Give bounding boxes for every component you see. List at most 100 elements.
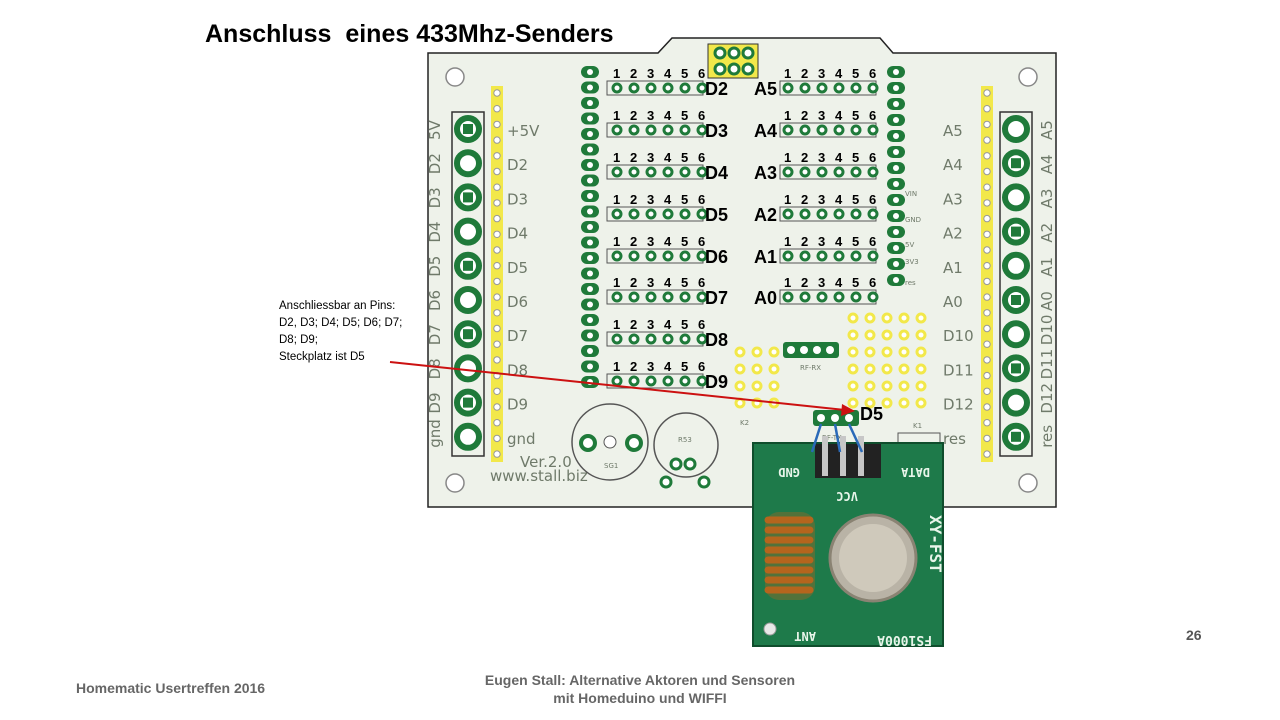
rf-rx-header: RF-RX — [783, 342, 839, 372]
left-silk-label: D3 — [507, 190, 528, 208]
rf-transmitter-module: GND VCC DATA XY-FST FS1000A ANT — [752, 436, 945, 647]
pin-number: 2 — [630, 192, 637, 207]
right-terminal-block — [999, 111, 1033, 457]
pin-pad — [645, 208, 657, 220]
pin-number: 5 — [852, 150, 859, 165]
module-pin-data: DATA — [900, 465, 930, 479]
pin-pad — [679, 250, 691, 262]
pin-number: 5 — [852, 234, 859, 249]
pin-number: 5 — [681, 317, 688, 332]
pin-number: 2 — [801, 66, 808, 81]
pin-number: 5 — [852, 192, 859, 207]
left-edge-label: D6 — [426, 290, 444, 311]
pin-number: 6 — [698, 66, 705, 81]
pin-number: 1 — [613, 192, 620, 207]
pin-number: 4 — [664, 108, 672, 123]
proto-area — [734, 312, 927, 409]
pin-pad — [611, 82, 623, 94]
mount-hole — [445, 67, 465, 87]
vin-label: VIN — [905, 190, 917, 198]
pin-number: 6 — [698, 234, 705, 249]
pin-number: 1 — [784, 150, 791, 165]
left-silk-label: gnd — [507, 430, 536, 448]
pin-number: 3 — [647, 359, 654, 374]
pin-number: 5 — [681, 150, 688, 165]
potentiometer-r53: R53 — [653, 412, 719, 489]
pin-number: 6 — [698, 192, 705, 207]
pin-pad — [816, 82, 828, 94]
pin-number: 2 — [630, 66, 637, 81]
pin-number: 1 — [784, 234, 791, 249]
pin-number: 4 — [835, 66, 843, 81]
right-silk-label: A1 — [943, 259, 963, 277]
pin-number: 4 — [664, 275, 672, 290]
pin-pad — [696, 166, 708, 178]
pin-number: 6 — [869, 150, 876, 165]
footer-center-line2: mit Homeduino und WIFFI — [553, 690, 727, 706]
left-silk-label: D6 — [507, 293, 528, 311]
pin-number: 3 — [818, 192, 825, 207]
pin-number: 5 — [681, 234, 688, 249]
right-silk-label: A5 — [943, 122, 963, 140]
left-edge-label: D4 — [426, 222, 444, 243]
right-edge-label: D10 — [1038, 315, 1056, 346]
pin-number: 4 — [835, 234, 843, 249]
pin-number: 3 — [647, 108, 654, 123]
pin-number: 4 — [664, 66, 672, 81]
pin-number: 5 — [681, 192, 688, 207]
pin-pad — [782, 166, 794, 178]
gnd-label: GND — [905, 216, 921, 224]
pin-number: 1 — [613, 108, 620, 123]
pin-number: 3 — [647, 317, 654, 332]
pin-number: 6 — [698, 150, 705, 165]
right-edge-label: A4 — [1038, 154, 1056, 174]
left-edge-label: D3 — [426, 187, 444, 208]
left-edge-label: 5V — [426, 119, 444, 140]
rf-tx-header: RF-TX — [813, 410, 859, 442]
antenna-coil — [764, 512, 815, 600]
pin-pad — [696, 333, 708, 345]
pin-pad — [833, 82, 845, 94]
footer-left: Homematic Usertreffen 2016 — [76, 680, 266, 696]
pin-pad — [611, 250, 623, 262]
pin-number: 3 — [818, 275, 825, 290]
pin-pad — [628, 208, 640, 220]
res-label: res — [905, 279, 916, 287]
pin-number: 5 — [852, 66, 859, 81]
pin-number: 1 — [613, 150, 620, 165]
left-silk-label: D2 — [507, 156, 528, 174]
pin-pad — [679, 208, 691, 220]
pin-number: 3 — [647, 150, 654, 165]
power-pins: VIN GND 5V 3V3 res — [905, 190, 921, 287]
pin-number: 4 — [664, 234, 672, 249]
pin-pad — [696, 291, 708, 303]
pin-pad — [799, 124, 811, 136]
pin-number: 2 — [630, 150, 637, 165]
pin-number: 5 — [681, 108, 688, 123]
pin-pad — [799, 166, 811, 178]
icsp-header — [707, 43, 759, 79]
pin-pad — [662, 124, 674, 136]
pin-pad — [628, 333, 640, 345]
pin-note-line: D2, D3; D4; D5; D6; D7; — [279, 317, 403, 329]
pin-number: 4 — [835, 150, 843, 165]
pin-number: 1 — [784, 108, 791, 123]
pin-note: Anschliessbar an Pins: D2, D3; D4; D5; D… — [279, 298, 402, 366]
right-edge-label: D11 — [1038, 349, 1056, 380]
pin-pad — [628, 166, 640, 178]
pin-number: 6 — [698, 275, 705, 290]
r53-label: R53 — [678, 436, 692, 444]
yellow-header-strip — [491, 86, 503, 462]
pin-pad — [782, 208, 794, 220]
pin-pad — [833, 166, 845, 178]
header-label: A5 — [754, 79, 777, 99]
pin-pad — [628, 291, 640, 303]
pin-pad — [645, 333, 657, 345]
right-edge-label: A1 — [1038, 257, 1056, 277]
pin-pad — [645, 82, 657, 94]
pin-number: 3 — [818, 108, 825, 123]
left-edge-label: D2 — [426, 153, 444, 174]
pin-pad — [833, 208, 845, 220]
header-label: D6 — [705, 247, 728, 267]
